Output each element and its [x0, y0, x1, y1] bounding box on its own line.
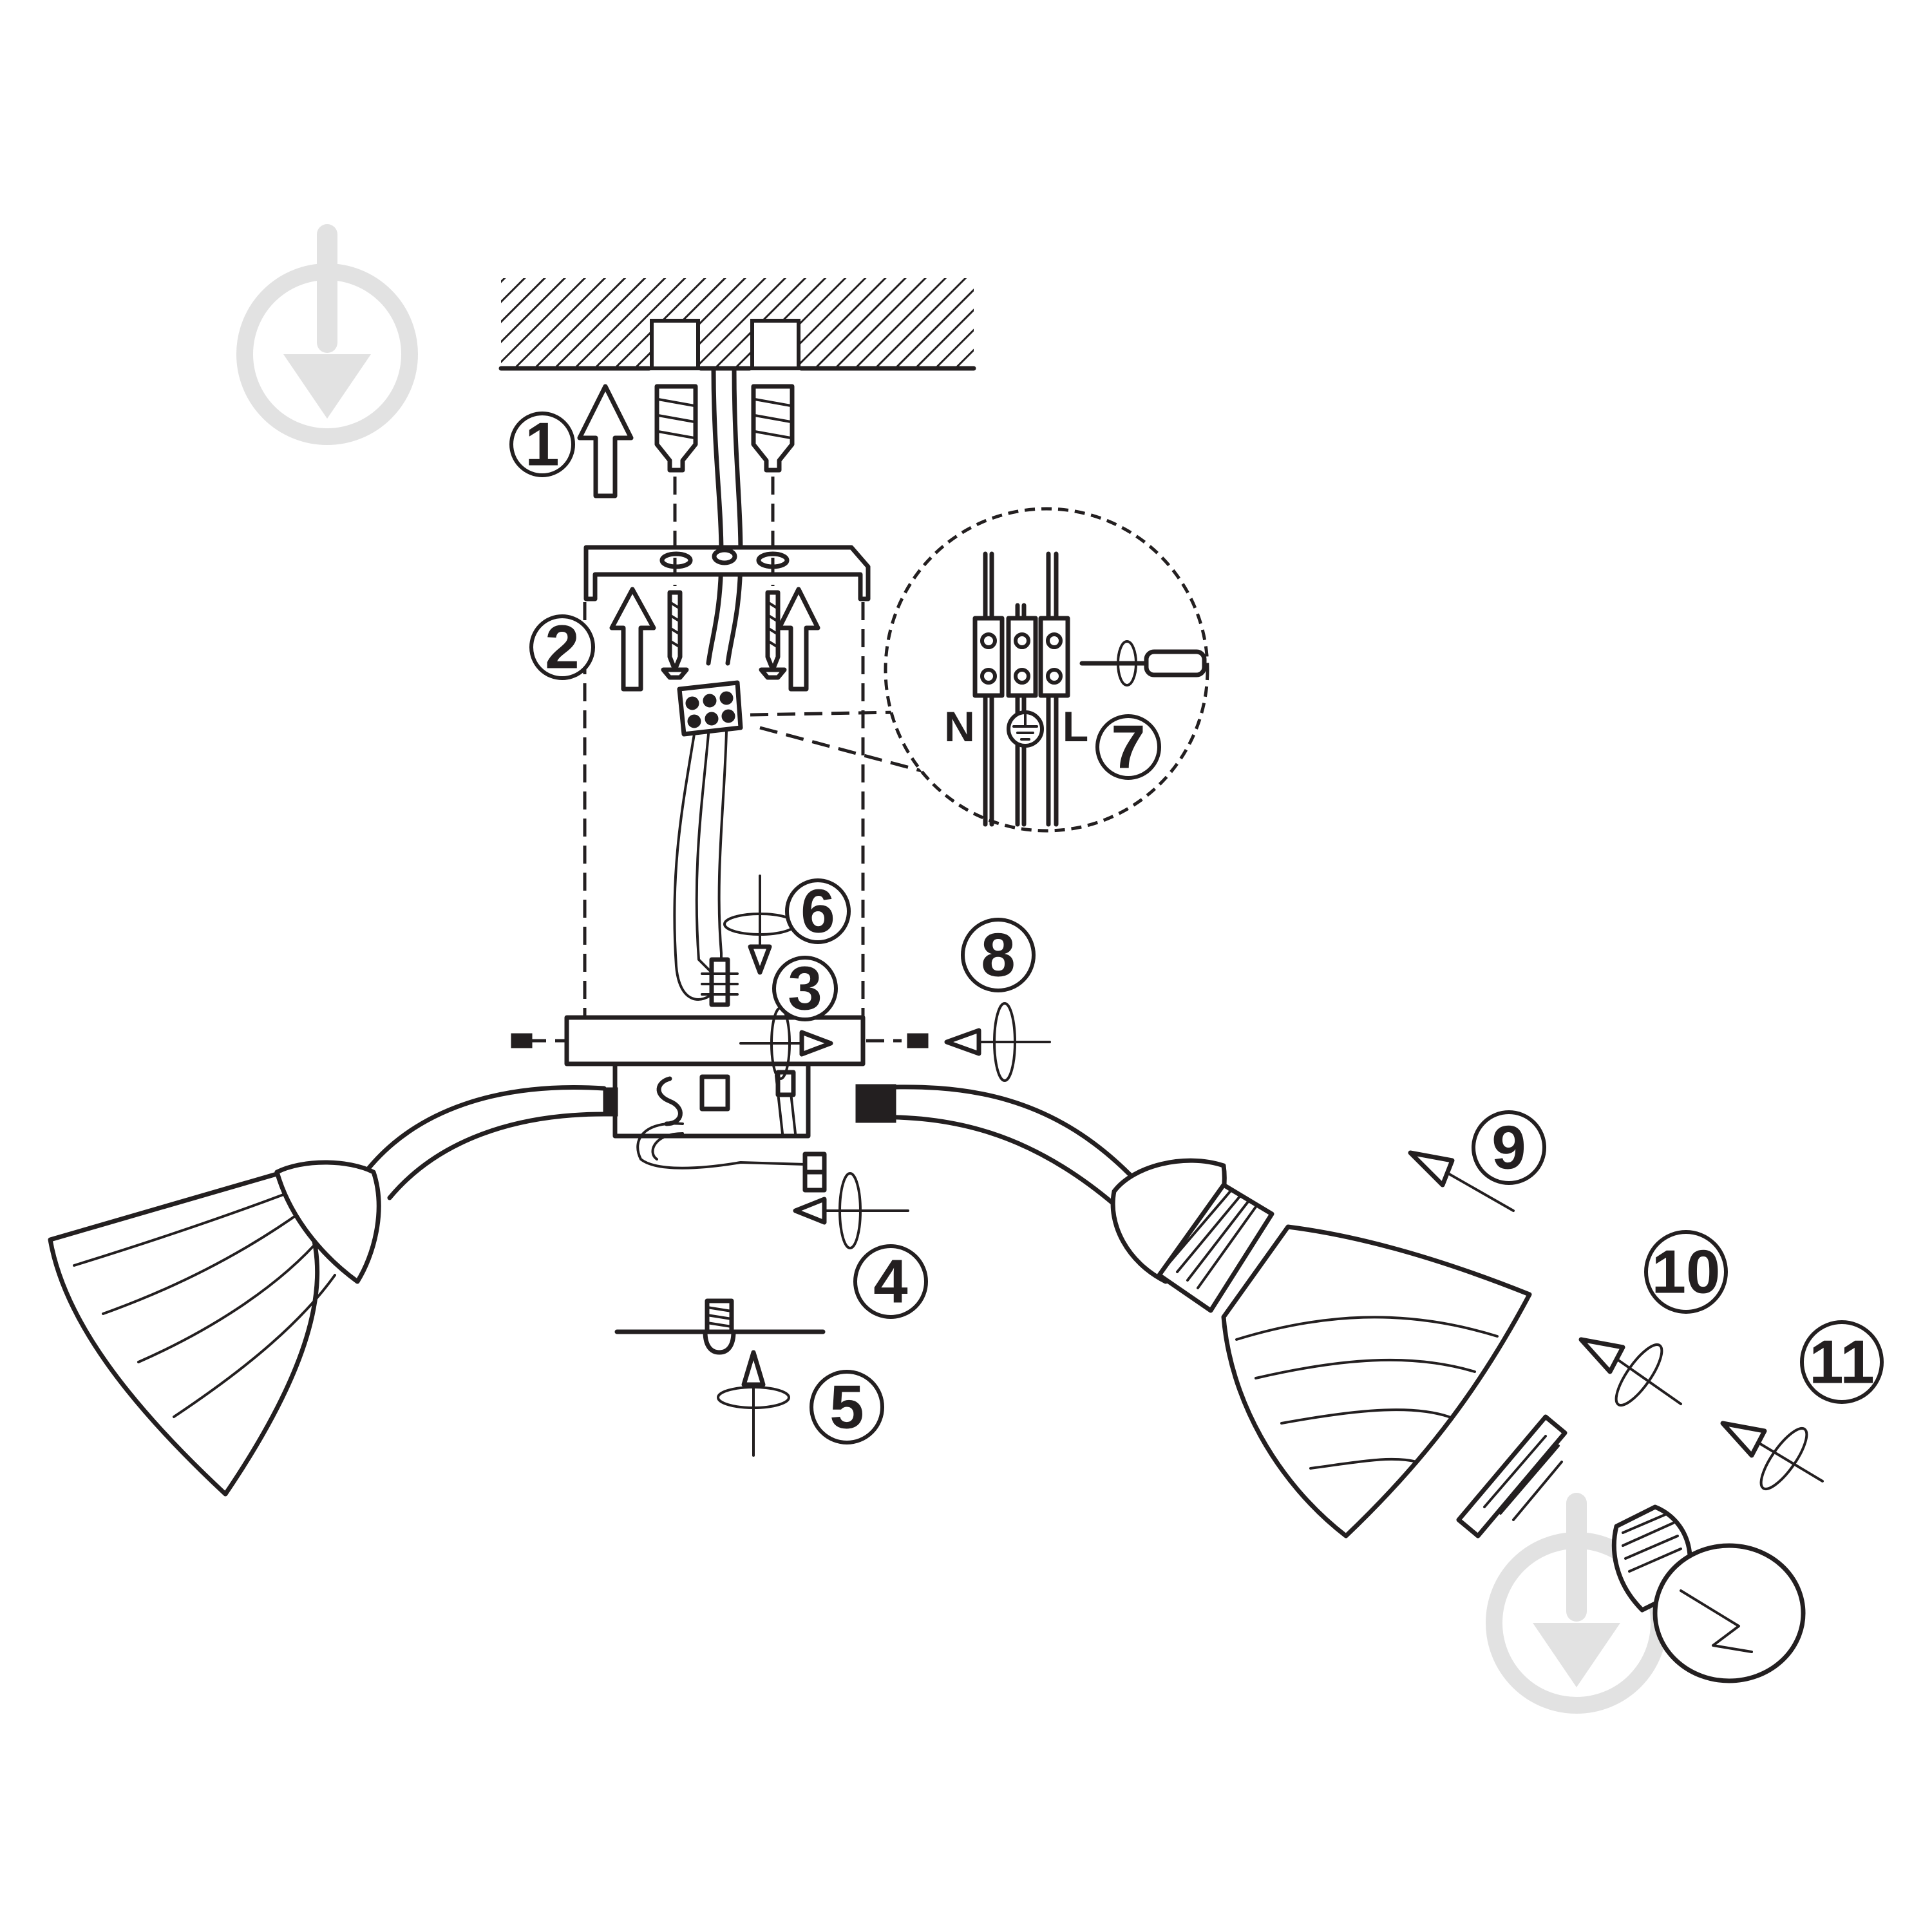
svg-text:4: 4 — [873, 1247, 907, 1316]
wiring-detail-callout: N L — [884, 507, 1209, 833]
lamp-holder-right — [1110, 1158, 1274, 1313]
mains-cable — [706, 366, 743, 666]
live-label: L — [1063, 703, 1088, 750]
step-marker-8: 8 — [961, 918, 1036, 992]
neutral-label: N — [944, 703, 975, 750]
arm-wire-loop — [636, 1122, 827, 1193]
arrow-left-4 — [793, 1172, 909, 1249]
rotate-arrow-6 — [723, 875, 797, 975]
arrow-up-2a — [609, 587, 656, 692]
svg-text:9: 9 — [1492, 1113, 1526, 1182]
lamp-ring — [1456, 1414, 1567, 1539]
svg-text:1: 1 — [525, 410, 559, 479]
wall-dowel-left — [654, 384, 698, 473]
step-marker-10: 10 — [1644, 1230, 1728, 1314]
step-marker-4: 4 — [853, 1244, 928, 1319]
svg-text:11: 11 — [1809, 1328, 1874, 1397]
lamp-holder-left — [274, 1160, 381, 1284]
watermark-logo-top — [236, 224, 418, 445]
screw-left — [661, 590, 689, 680]
lamp-wires — [673, 730, 739, 1007]
arrow-up-2b — [777, 587, 820, 692]
arrow-diag-10 — [1578, 1337, 1682, 1407]
step-marker-11: 11 — [1800, 1320, 1884, 1404]
arrow-diag-11 — [1720, 1421, 1824, 1491]
step-marker-7: 7 — [1095, 713, 1161, 782]
step-marker-5: 5 — [810, 1370, 884, 1444]
finial-screw — [614, 1298, 826, 1355]
screw-right — [759, 590, 787, 680]
side-screw-left — [511, 1033, 533, 1048]
rotate-arrow-5 — [717, 1350, 790, 1457]
lamp-arm-left — [358, 1085, 607, 1200]
svg-text:5: 5 — [829, 1373, 864, 1442]
step-marker-6: 6 — [785, 877, 851, 946]
lamp-arm-right — [855, 1084, 1142, 1207]
svg-text:2: 2 — [545, 613, 579, 682]
canopy-tube — [564, 1015, 866, 1066]
arrow-up-1 — [577, 384, 634, 498]
terminal-block — [677, 680, 743, 737]
side-screw-right — [907, 1033, 929, 1048]
arrow-left-8 — [944, 1002, 1051, 1082]
svg-text:10: 10 — [1652, 1238, 1721, 1307]
step-marker-9: 9 — [1472, 1110, 1546, 1185]
wall-dowel-right — [751, 384, 795, 473]
lamp-shade-left — [48, 1170, 336, 1497]
svg-text:8: 8 — [981, 921, 1015, 990]
screwdriver-icon — [1079, 640, 1207, 687]
svg-text:7: 7 — [1111, 713, 1145, 782]
svg-text:6: 6 — [800, 877, 835, 946]
ground-icon — [1007, 710, 1044, 748]
svg-text:3: 3 — [788, 954, 822, 1023]
ceiling — [498, 278, 976, 371]
arrow-diag-9 — [1408, 1150, 1515, 1212]
light-bulb — [1611, 1504, 1806, 1683]
step-marker-3: 3 — [772, 954, 838, 1023]
step-marker-1: 1 — [509, 410, 575, 479]
mounting-bracket — [583, 545, 871, 601]
step-marker-2: 2 — [529, 613, 595, 682]
lamp-shade-right — [1221, 1224, 1532, 1539]
